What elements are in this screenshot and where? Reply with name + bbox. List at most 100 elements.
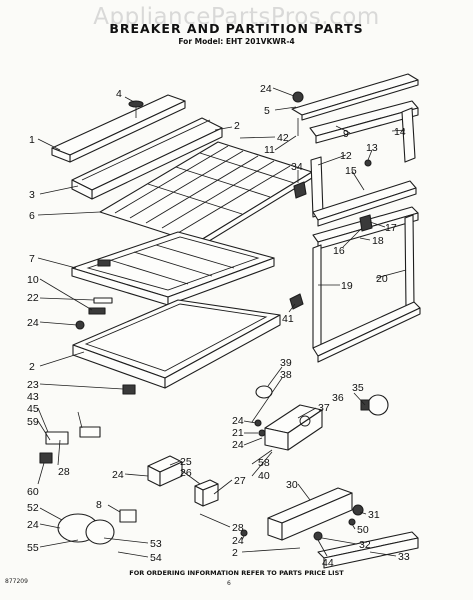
callout-2-left: 2 [29,361,35,373]
callout-4: 4 [116,88,122,100]
callout-23: 23 [27,379,39,391]
callout-38: 38 [280,369,292,381]
callout-5: 5 [264,105,270,117]
callout-2-bottom: 2 [232,547,238,559]
part-control-box [57,513,115,545]
callout-10: 10 [27,274,39,286]
part-fitting-31 [352,504,364,516]
part-frame-mid-rail [312,180,417,227]
callout-28-mid: 28 [232,522,244,534]
part-strip-22 [93,297,113,304]
part-breaker-strip-top [51,94,186,163]
callout-22: 22 [27,292,39,304]
part-screw-13 [364,159,372,167]
callout-7: 7 [29,253,35,265]
part-screw-24 [75,320,85,330]
callout-58: 58 [258,457,270,469]
callout-8: 8 [96,499,102,511]
part-switch-43 [79,426,101,438]
callout-60: 60 [27,486,39,498]
callout-27: 27 [234,475,246,487]
callout-13: 13 [366,142,378,154]
ordering-info-note: FOR ORDERING INFORMATION REFER TO PARTS … [129,569,344,577]
part-screw-44 [313,531,323,541]
callout-2-top: 2 [234,120,240,132]
callout-44: 44 [322,557,334,569]
callout-26: 26 [180,467,192,479]
part-partition-frame [71,231,275,306]
model-subtitle: For Model: EHT 201VKWR-4 [178,37,295,46]
part-switch-45 [39,431,69,464]
callout-24-socket: 24 [112,469,124,481]
callout-43: 43 [27,391,39,403]
leader-lines [37,87,407,558]
part-frame-left-post [310,156,324,218]
callout-18: 18 [372,235,384,247]
callout-11: 11 [264,144,275,156]
callout-17: 17 [385,222,397,234]
callout-20: 20 [376,273,388,285]
part-screw-24-lower [258,429,266,437]
callout-50: 50 [357,524,369,536]
callout-6: 6 [29,210,35,222]
diagram-title: BREAKER AND PARTITION PARTS [109,21,364,36]
callout-24-left: 24 [27,317,39,329]
callout-14: 14 [394,126,406,138]
part-top-bar [291,73,419,136]
callout-30: 30 [286,479,298,491]
callout-19: 19 [341,280,353,292]
document-number: 877209 [5,578,28,585]
part-bracket-23 [122,384,136,395]
part-grille [99,141,313,250]
callout-1: 1 [29,134,35,146]
part-main-bracket [267,487,353,541]
part-connector-8 [119,509,137,523]
part-lower-frame-top [312,206,419,250]
callout-24-top: 24 [260,83,272,95]
part-light-bulb [360,394,389,416]
callout-24-mid-b: 24 [232,439,244,451]
part-screw-50 [348,518,356,526]
callout-52: 52 [27,502,39,514]
part-lower-frame-bottom [312,301,421,363]
part-frame-top-rail [309,100,419,144]
callout-35: 35 [352,382,364,394]
part-bottom-trim [317,531,419,569]
part-partition-pan [72,299,281,389]
callout-37: 37 [318,402,330,414]
callout-16: 16 [333,245,345,257]
callout-24-box: 24 [27,519,39,531]
callout-31: 31 [368,509,380,521]
callout-45: 45 [27,403,39,415]
callout-34: 34 [291,161,303,173]
callout-24-bottom: 24 [232,535,244,547]
part-breaker-frame [71,117,223,200]
callout-39: 39 [280,357,292,369]
callout-15: 15 [345,165,357,177]
callout-3: 3 [29,189,35,201]
callout-9: 9 [343,128,349,140]
callout-41: 41 [282,313,294,325]
callout-36: 36 [332,392,344,404]
callout-25: 25 [180,456,192,468]
page-number: 6 [227,580,231,587]
part-clip-41 [289,293,304,310]
part-lower-frame-left [312,244,322,349]
callout-21: 21 [232,427,244,439]
part-switch-26 [194,479,219,507]
callout-42: 42 [277,132,289,144]
callout-numbers: 1 3 6 7 10 22 24 2 23 4 2 42 24 5 11 9 1… [27,83,410,569]
part-socket-25 [147,455,183,487]
part-clip-10 [88,307,106,315]
part-lower-frame-right [404,214,415,309]
part-screw-4 [128,100,144,118]
callout-12: 12 [340,150,352,162]
callout-55: 55 [27,542,39,554]
callout-54: 54 [150,552,162,564]
callout-40: 40 [258,470,270,482]
part-thermostat-housing [264,404,323,451]
part-frame-right-post [401,107,416,163]
callout-32: 32 [359,539,371,551]
